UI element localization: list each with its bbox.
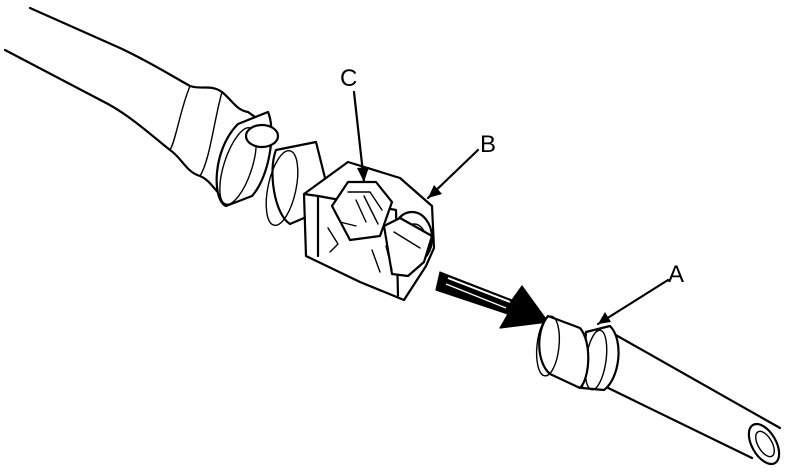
arrowhead-b <box>428 185 442 198</box>
arrowhead-a <box>598 312 611 324</box>
arrowhead-c <box>357 167 369 182</box>
separation-arrow <box>435 271 549 329</box>
hose-cuff <box>215 110 280 208</box>
leader-c <box>352 90 366 184</box>
leader-a <box>596 278 670 326</box>
callout-leaders <box>352 90 670 326</box>
callout-label-c: C <box>340 65 357 92</box>
spigot-collar <box>580 324 620 392</box>
retainer-clip <box>330 180 394 242</box>
spigot-nose <box>538 314 590 390</box>
cuff-nub <box>244 123 280 149</box>
left-hose <box>3 6 264 198</box>
quick-connector-body <box>302 160 436 302</box>
callout-label-a: A <box>668 261 684 288</box>
callout-label-b: B <box>480 131 496 158</box>
steel-tube <box>535 314 782 466</box>
